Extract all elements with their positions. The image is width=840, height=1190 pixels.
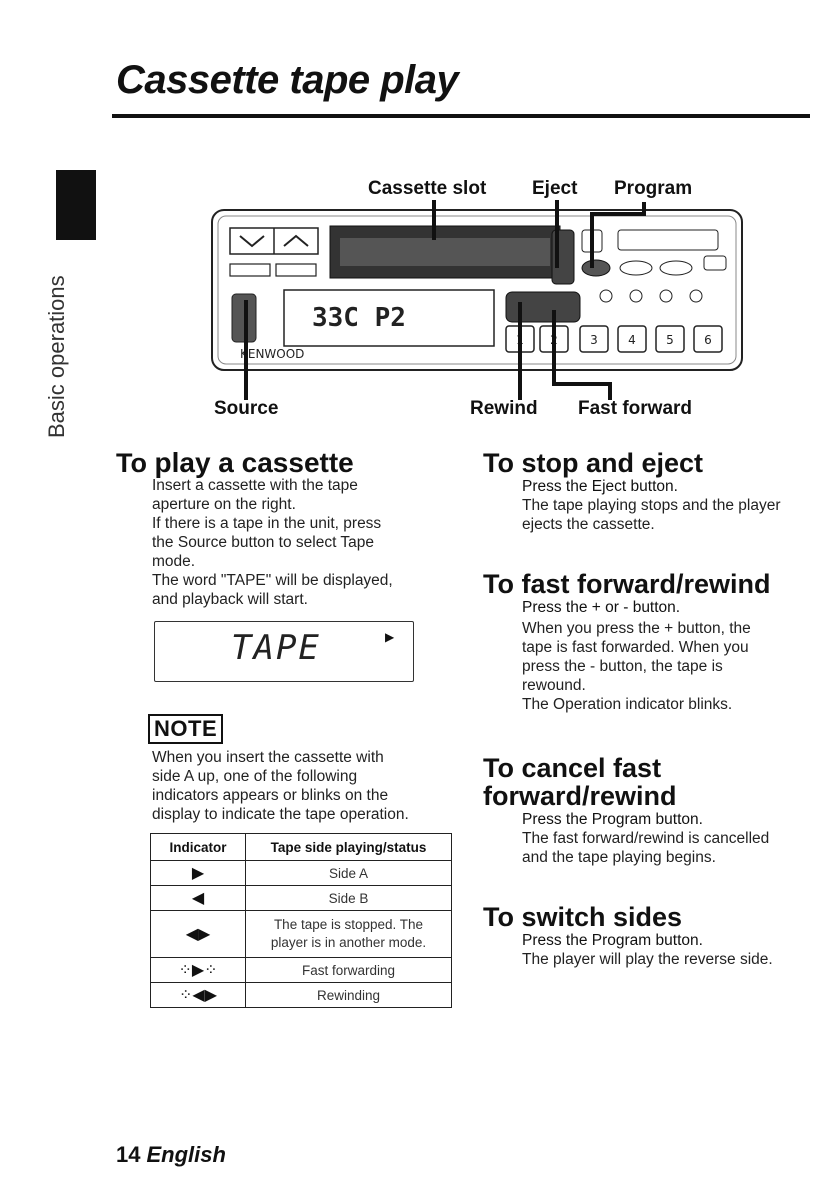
cancel-sub: Press the Program button. [522,811,703,828]
switch-sides-text: The player will play the reverse side. [522,951,773,968]
play-indicator-icon: ▶ [385,630,395,644]
cassette-receiver-illustration: 33C P2 1 2 3 4 5 6 KENWOOD [211,209,743,371]
page-title: Cassette tape play [116,58,459,102]
play-heading: To play a cassette [116,447,354,478]
cancel-text: The fast forward/rewind is cancelled and… [522,830,770,866]
cancel-heading: To cancel fast forward/rewind [483,753,677,811]
table-row: ▶ Side A [150,860,452,886]
callout-rewind: Rewind [470,398,538,419]
preset-5: 5 [666,333,674,347]
ff-rewind-heading: To fast forward/rewind [483,569,771,599]
ff-rewind-sub: Press the + or - button. [522,599,681,616]
preset-4: 4 [628,333,636,347]
preset-6: 6 [704,333,712,347]
switch-sides-heading: To switch sides [483,902,683,932]
display-text: TAPE [231,628,321,668]
ff-rewind-text: When you press the + button, the tape is… [522,620,751,713]
callout-fast-forward: Fast forward [578,398,693,419]
callout-source: Source [214,398,279,419]
device-brand: KENWOOD [240,347,304,361]
side-a-indicator-icon: ▶ [150,860,246,886]
leader-lines [244,200,646,400]
stopped-indicator-icon: ◀▶ [150,910,246,958]
table-row: ◀ Side B [150,885,452,911]
language-label: English [146,1142,226,1167]
table-header-status: Tape side playing/status [245,833,452,861]
stop-eject-text: The tape playing stops and the player ej… [522,497,781,533]
stop-eject-sub: Press the Eject button. [522,478,678,495]
note-badge: NOTE [148,714,224,744]
callout-eject: Eject [532,178,578,199]
side-b-indicator-icon: ◀ [150,885,246,911]
switch-sides-sub: Press the Program button. [522,932,703,949]
title-rule [112,114,810,118]
preset-3: 3 [590,333,598,347]
tape-display-example: TAPE ▶ [154,621,414,682]
play-instructions: Insert a cassette with the tape aperture… [152,477,393,608]
note-text: When you insert the cassette with side A… [152,749,409,823]
table-row: ⁘▶⁘ Fast forwarding [150,957,452,983]
table-row: ◀▶ The tape is stopped. The player is in… [150,910,452,958]
section-tab-marker [56,170,96,240]
table-row: ⁘◀▶ Rewinding [150,982,452,1008]
rewind-blinking-icon: ⁘◀▶ [150,982,246,1008]
page-number: 14 [116,1142,141,1167]
callout-program: Program [614,178,693,199]
callout-cassette-slot: Cassette slot [368,178,487,199]
device-display-digits: 33C P2 [312,303,406,333]
fast-forward-blinking-icon: ⁘▶⁘ [150,957,246,983]
indicator-table: Indicator Tape side playing/status ▶ Sid… [150,833,452,1008]
stop-eject-heading: To stop and eject [483,448,704,478]
table-header-indicator: Indicator [150,833,246,861]
